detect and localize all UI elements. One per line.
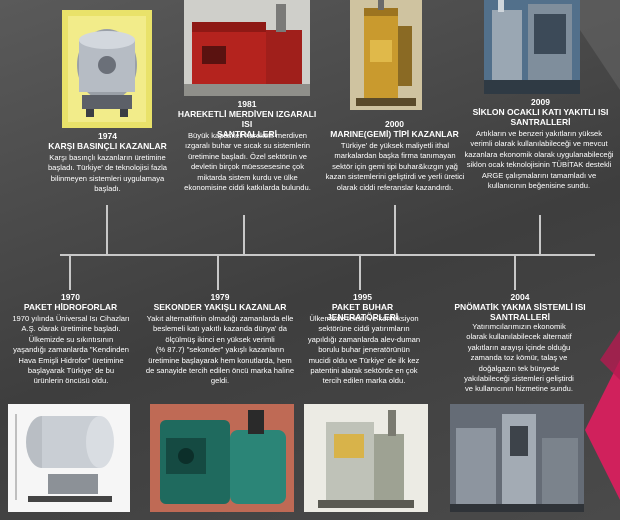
milestone-1995-desc: Ülkemizde tekstil ve konfeksiyon sektörü…	[307, 314, 421, 386]
milestone-2009-desc: Artıkların ve benzeri yakıtların yüksek …	[464, 129, 614, 191]
milestone-1970-title: 1970 PAKET HİDROFORLAR	[23, 292, 118, 312]
milestone-1981-desc: Büyük kapasiteli hareketli merdiven ızga…	[184, 131, 311, 193]
package-hydrophore-photo	[8, 404, 130, 512]
milestone-2004-title: 2004 PNÖMATİK YAKMA SİSTEMLİ ISI SANTRAL…	[454, 292, 586, 322]
milestone-1970-desc: 1970 yılında Üniversal Isı Cihazları A.Ş…	[12, 314, 130, 386]
milestone-2004-desc: Yatırımcılarımızın ekonomik olarak kulla…	[464, 322, 574, 394]
milestone-1979-title: 1979 SEKONDER YAKIŞLI KAZANLAR	[153, 292, 287, 312]
secondary-combustion-boiler-photo	[150, 404, 294, 512]
milestone-1979-desc: Yakıt alternatifinin olmadığı zamanlarda…	[145, 314, 295, 386]
cyclone-furnace-plant-photo	[484, 0, 580, 94]
marine-boiler-photo	[350, 0, 422, 110]
pneumatic-firing-plant-photo	[450, 404, 584, 512]
milestone-2009-title: 2009 SİKLON OCAKLI KATI YAKITLI ISI SANT…	[472, 97, 609, 127]
milestone-1981-title: 1981 HAREKETLİ MERDİVEN IZGARALI ISI SAN…	[177, 99, 317, 139]
milestone-1974-title: 1974 KARŞI BASINÇLI KAZANLAR	[48, 131, 167, 151]
milestone-1974-desc: Karşı basınçlı kazanların üretimine başl…	[47, 153, 168, 194]
moving-grate-plant-photo	[184, 0, 310, 96]
counter-pressure-boiler-photo	[62, 10, 152, 128]
milestone-1995-title: 1995 PAKET BUHAR JENERATÖRLERİ	[326, 292, 399, 322]
package-steam-generator-photo	[304, 404, 428, 512]
milestone-2000-desc: Türkiye' de yüksek maliyetli ithal marka…	[325, 141, 465, 192]
milestone-2000-title: 2000 MARINE(GEMİ) TİPİ KAZANLAR	[330, 119, 459, 139]
